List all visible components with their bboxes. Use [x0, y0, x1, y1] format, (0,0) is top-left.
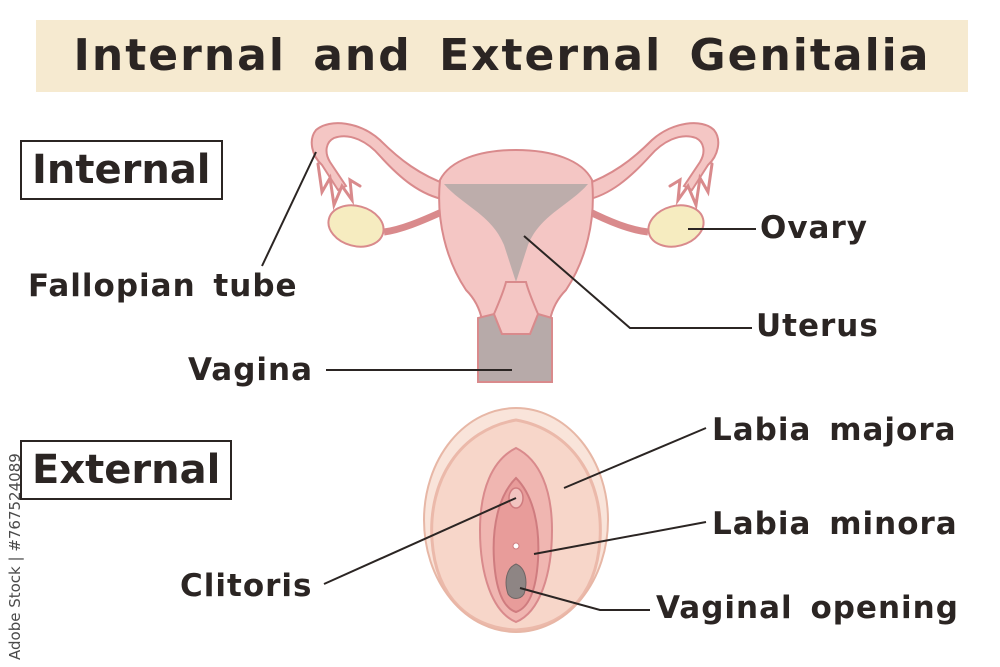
label-vaginal-opening: Vaginal opening [656, 590, 959, 626]
urethral-opening [512, 542, 520, 550]
label-vagina: Vagina [188, 352, 314, 388]
label-ovary: Ovary [760, 210, 868, 246]
title-band [36, 20, 968, 92]
label-labia-majora: Labia majora [712, 412, 957, 448]
leader-lines [261, 151, 756, 611]
left-ovarian-ligament [383, 206, 448, 236]
leader-labia-minora [533, 521, 707, 555]
page-title: Internal and External Genitalia [73, 30, 931, 81]
label-uterus: Uterus [756, 308, 879, 344]
stock-watermark: Adobe Stock | #767524089 [6, 453, 24, 660]
uterine-cavity [444, 184, 588, 282]
leader-clitoris [323, 497, 517, 585]
leader-uterus [523, 235, 752, 329]
internal-organs [310, 122, 720, 383]
left-ovary [327, 204, 385, 248]
right-ovarian-ligament [584, 206, 649, 236]
label-labia-minora: Labia minora [712, 506, 958, 542]
leader-labia-majora [563, 427, 707, 489]
leader-vaginal-opening [519, 587, 650, 611]
section-external-heading: External [20, 440, 233, 500]
left-fimbriae [316, 162, 362, 211]
cervix [492, 281, 540, 335]
leader-fallopian-tube [261, 151, 317, 267]
right-fallopian-tube [582, 122, 720, 202]
right-ovary [647, 204, 705, 248]
vaginal-opening-shape [505, 563, 527, 599]
label-clitoris: Clitoris [180, 568, 313, 604]
section-internal-heading: Internal [20, 140, 223, 200]
label-fallopian-tube: Fallopian tube [28, 268, 298, 304]
right-fimbriae [668, 162, 714, 211]
external-organs [423, 407, 609, 633]
